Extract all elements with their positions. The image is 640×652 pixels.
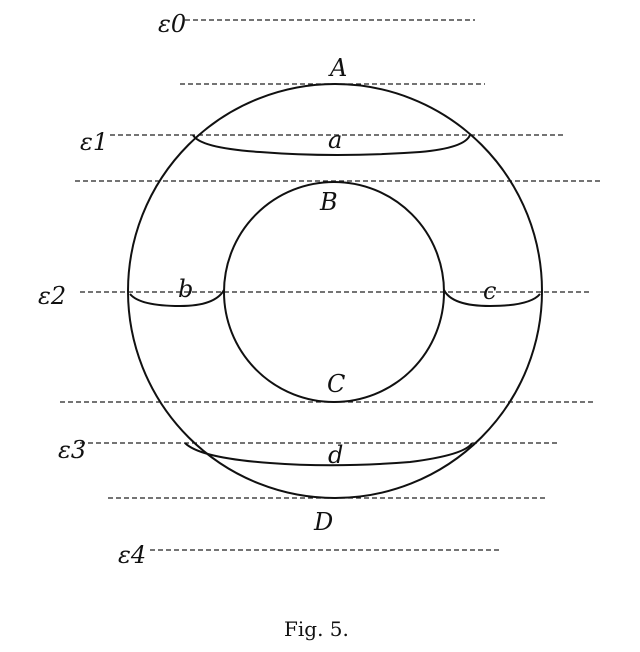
label-e0: ε0 <box>158 10 186 38</box>
curve-c <box>443 289 541 308</box>
label-C: C <box>327 370 345 398</box>
label-c: c <box>483 277 496 305</box>
label-B: B <box>319 188 338 216</box>
curve-a <box>192 134 471 156</box>
label-e1: ε1 <box>80 128 108 156</box>
figure-caption: Fig. 5. <box>284 617 349 641</box>
label-b: b <box>178 275 193 303</box>
label-e2: ε2 <box>38 282 66 310</box>
label-A: A <box>328 54 347 82</box>
outer-circle <box>127 83 543 499</box>
label-e3: ε3 <box>58 436 86 464</box>
curve-d <box>184 442 473 467</box>
curve-b <box>129 289 225 308</box>
label-e4: ε4 <box>118 541 146 569</box>
label-a: a <box>328 126 342 154</box>
label-D: D <box>313 508 333 536</box>
label-d: d <box>328 441 343 469</box>
